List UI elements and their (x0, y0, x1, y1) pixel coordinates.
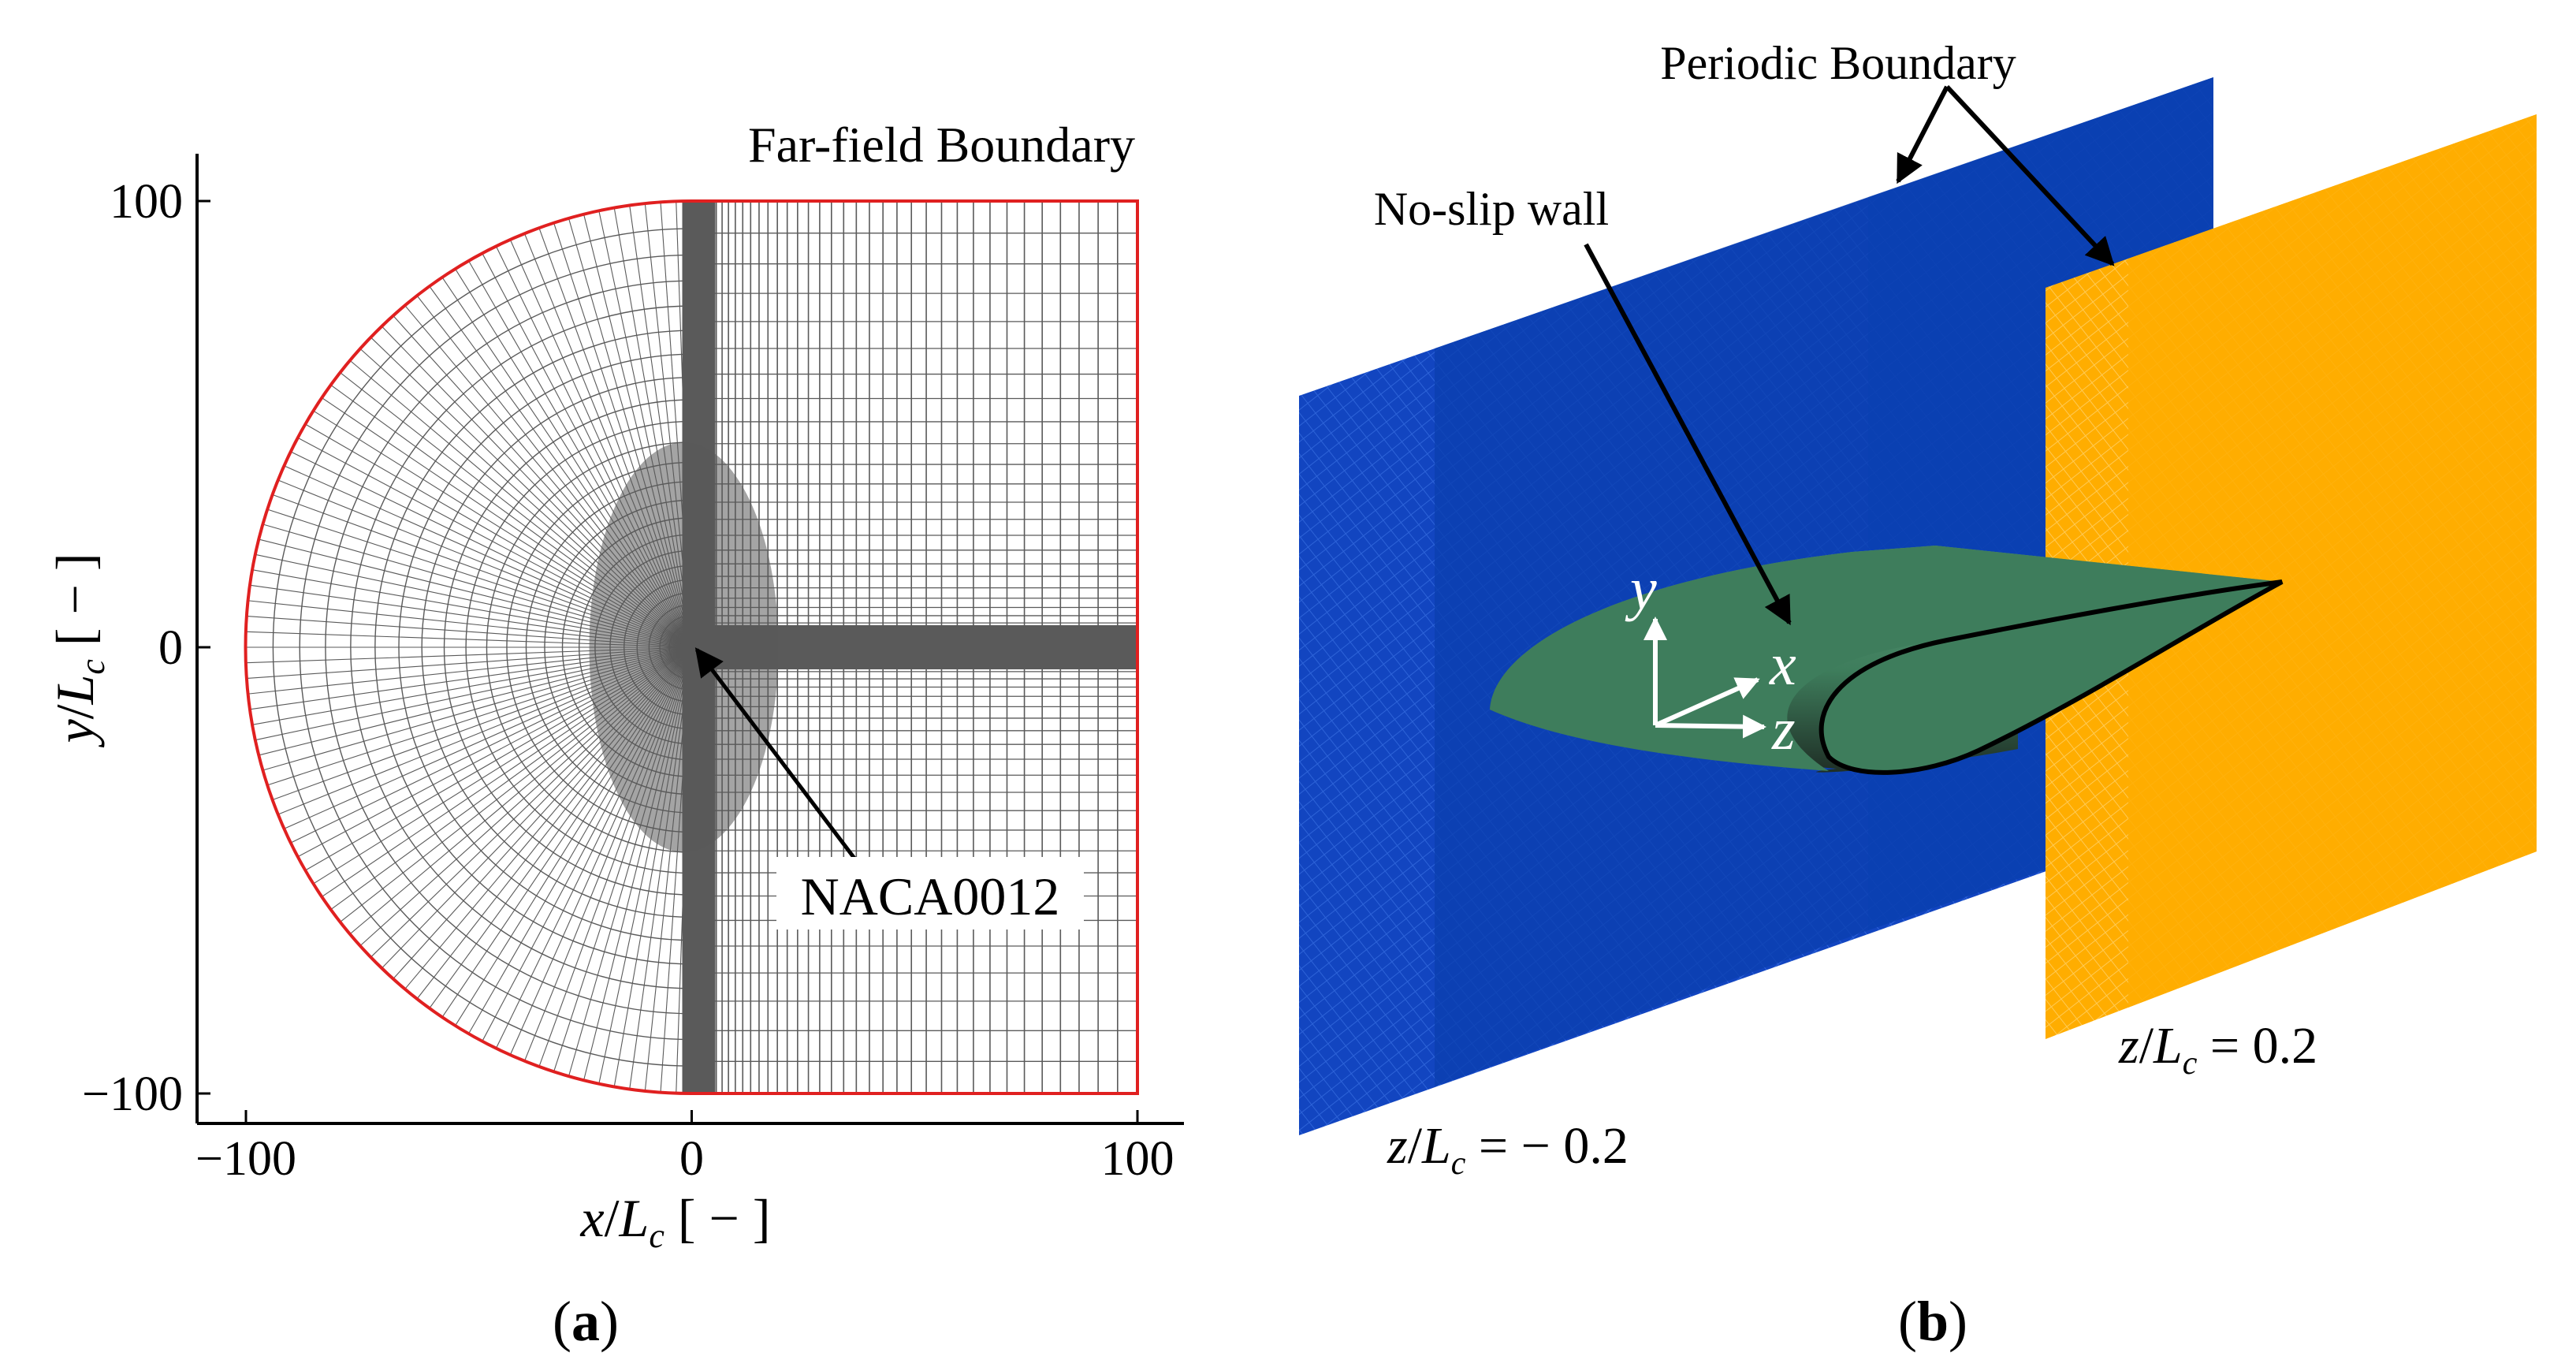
y-tick-label: 100 (110, 175, 183, 229)
coordinate-triad: y x z (1625, 556, 1796, 762)
y-tick-label: 0 (158, 621, 183, 675)
wing-front-surface (1490, 546, 2282, 771)
y-axis-label: y/Lc [ − ] (45, 553, 112, 747)
panel-a-axes: −100 0 100 −100 0 100 (82, 154, 1184, 1186)
naca0012-pointer-arrow (694, 647, 857, 861)
mesh-dense-core (589, 442, 779, 852)
z-axis-glyph: z (1771, 696, 1796, 762)
no-slip-wall-label: No-slip wall (1374, 183, 1609, 235)
naca0012-label-background (776, 857, 1084, 930)
panel-a-caption: (a) (553, 1290, 619, 1353)
panel-b-3d-domain: y x z Periodic Boundary No-slip wall z/L… (1299, 37, 2537, 1353)
airfoil-section (1818, 579, 2284, 775)
no-slip-wall-arrow (1584, 243, 1792, 626)
z-right-label: z/Lc = 0.2 (2118, 1017, 2317, 1082)
naca0012-label: NACA0012 (801, 866, 1060, 926)
y-axis-glyph: y (1625, 556, 1657, 622)
x-tick-label: −100 (195, 1132, 296, 1186)
right-plane-dense-band (2128, 114, 2537, 1008)
computational-mesh (244, 199, 1139, 1095)
panel-b-caption: (b) (1898, 1290, 1967, 1353)
periodic-boundary-arrow-right (1945, 84, 2115, 266)
far-field-boundary-label: Far-field Boundary (748, 117, 1135, 173)
far-field-boundary (244, 199, 1139, 1095)
x-tick-label: 0 (679, 1132, 704, 1186)
panel-a-mesh-plot: −100 0 100 −100 0 100 Far-field Boundary NACA… (45, 117, 1184, 1353)
x-tick-label: 100 (1101, 1132, 1174, 1186)
y-tick-label: −100 (82, 1067, 183, 1121)
x-axis-glyph: x (1769, 631, 1796, 698)
periodic-boundary-arrow-left (1896, 85, 1949, 184)
z-left-label: z/Lc = − 0.2 (1387, 1117, 1629, 1182)
x-axis-label: x/Lc [ − ] (579, 1188, 770, 1255)
periodic-boundary-label: Periodic Boundary (1660, 37, 2016, 89)
